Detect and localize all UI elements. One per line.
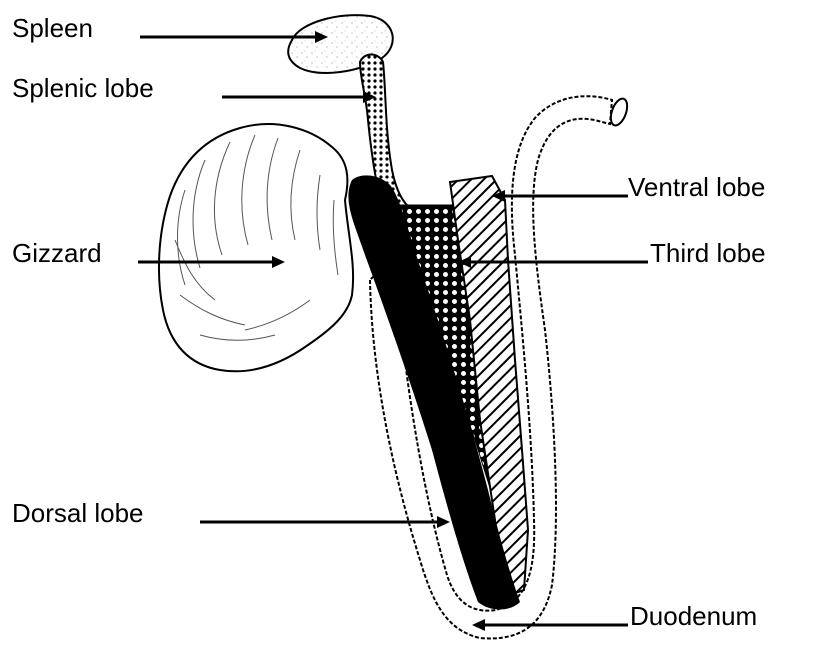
gizzard-shape bbox=[159, 124, 353, 371]
label-third-lobe: Third lobe bbox=[650, 238, 766, 268]
label-splenic-lobe: Splenic lobe bbox=[12, 73, 154, 103]
label-ventral-lobe: Ventral lobe bbox=[628, 172, 765, 202]
label-gizzard: Gizzard bbox=[12, 238, 102, 268]
label-duodenum: Duodenum bbox=[630, 601, 757, 631]
label-spleen: Spleen bbox=[12, 13, 93, 43]
label-dorsal-lobe: Dorsal lobe bbox=[12, 498, 144, 528]
